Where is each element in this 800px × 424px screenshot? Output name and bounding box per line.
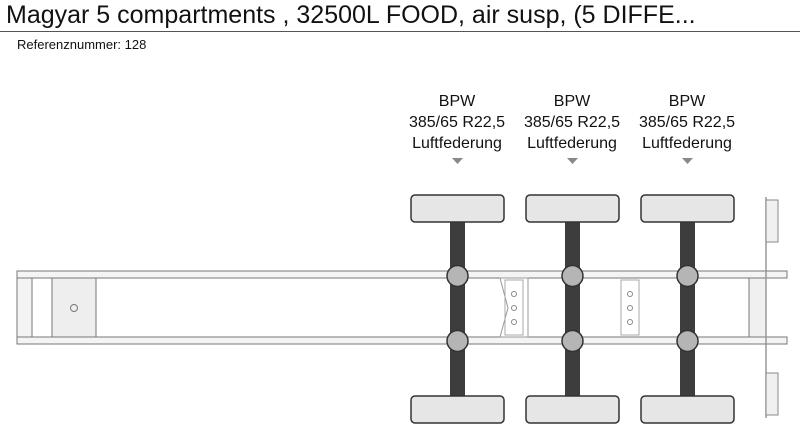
axle-tire: 385/65 R22,5 <box>408 114 506 131</box>
axle-label-2: BPW 385/65 R22,5 Luftfederung <box>512 91 632 154</box>
chassis-rail-top <box>16 270 788 279</box>
rear-light-top <box>765 199 779 243</box>
axle-marker-3 <box>682 158 693 164</box>
axle-brand: BPW <box>668 93 706 110</box>
kingpin-plate <box>51 277 97 338</box>
axle-label-3: BPW 385/65 R22,5 Luftfederung <box>627 91 747 154</box>
axle-marker-1 <box>452 158 463 164</box>
axle-1 <box>450 222 465 396</box>
axle-3 <box>680 222 695 396</box>
kingpin <box>70 304 78 312</box>
axle-brand: BPW <box>553 93 591 110</box>
axle-brand: BPW <box>438 93 476 110</box>
title-divider <box>0 31 800 32</box>
wheel-2-bottom <box>525 395 620 424</box>
wheel-1-bottom <box>410 395 505 424</box>
chassis-body <box>17 271 787 344</box>
reference-number: Referenznummer: 128 <box>17 37 147 52</box>
axle-tire: 385/65 R22,5 <box>638 114 736 131</box>
axle-label-1: BPW 385/65 R22,5 Luftfederung <box>397 91 517 154</box>
page-title: Magyar 5 compartments , 32500L FOOD, air… <box>6 1 696 29</box>
axle-tire: 385/65 R22,5 <box>523 114 621 131</box>
hub-3-top <box>676 264 699 288</box>
bolt-hole <box>627 291 633 297</box>
axle-marker-2 <box>567 158 578 164</box>
hub-3-bottom <box>676 329 699 353</box>
axle-2 <box>565 222 580 396</box>
cross-member-plate-1 <box>504 279 524 336</box>
bolt-hole <box>627 305 633 311</box>
hub-2-top <box>561 264 584 288</box>
bolt-hole <box>511 305 517 311</box>
cross-member-plate-2 <box>620 279 640 336</box>
axle-suspension: Luftfederung <box>527 135 617 152</box>
chassis-front-beam <box>16 277 33 338</box>
hub-2-bottom <box>561 329 584 353</box>
rear-light-bottom <box>765 372 779 416</box>
chassis-rail-bottom <box>16 336 788 345</box>
hub-1-bottom <box>446 329 469 353</box>
bolt-hole <box>511 291 517 297</box>
wheel-2-top <box>525 194 620 223</box>
wheel-3-bottom <box>640 395 735 424</box>
wheel-3-top <box>640 194 735 223</box>
bolt-hole <box>511 319 517 325</box>
rear-bumper <box>748 277 767 338</box>
axle-suspension: Luftfederung <box>642 135 732 152</box>
axle-suspension: Luftfederung <box>412 135 502 152</box>
wheel-1-top <box>410 194 505 223</box>
bolt-hole <box>627 319 633 325</box>
hub-1-top <box>446 264 469 288</box>
